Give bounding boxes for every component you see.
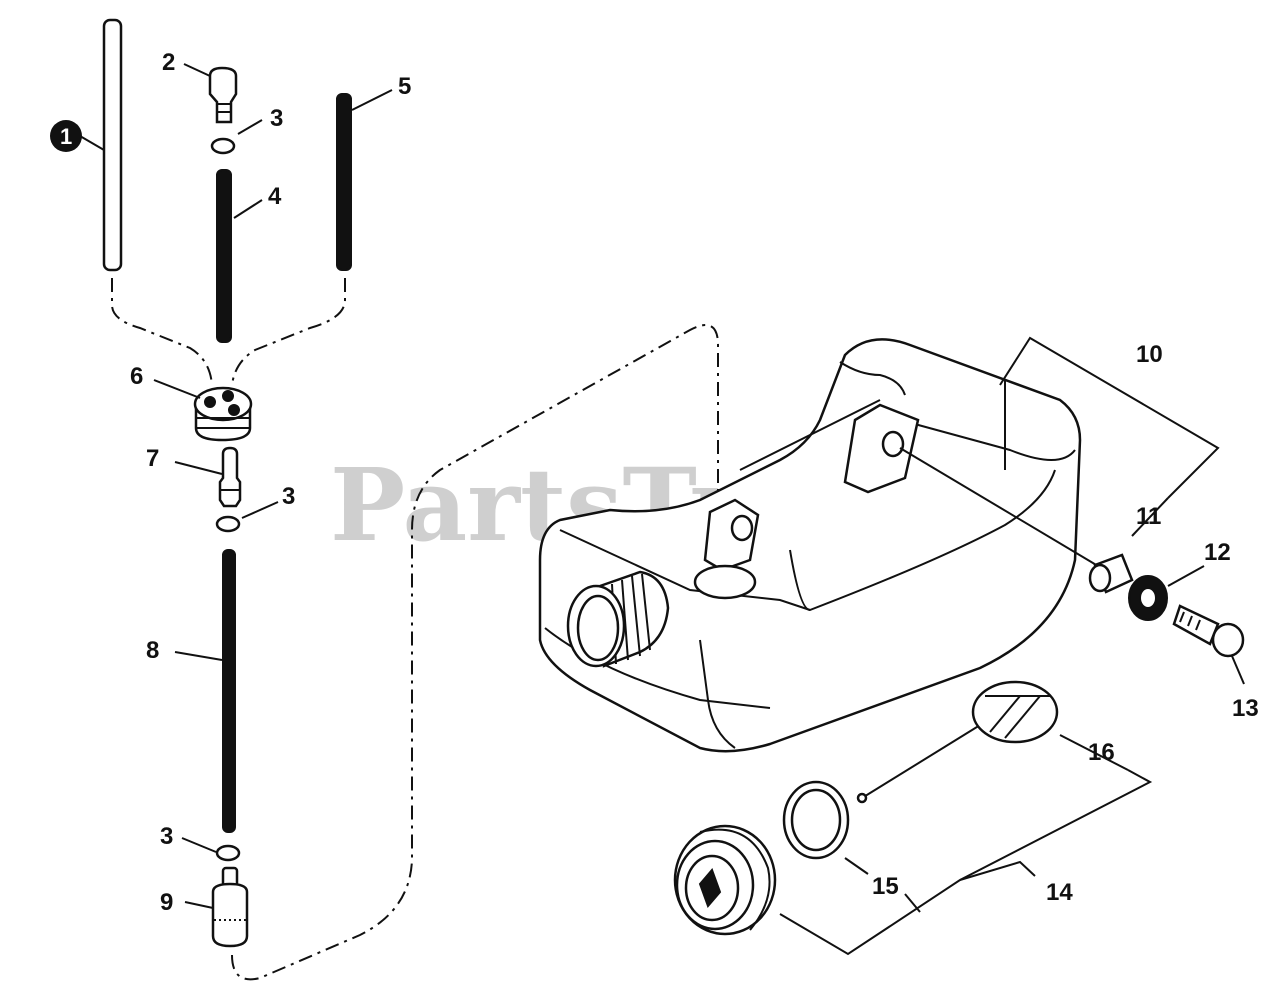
part-4-hose[interactable] bbox=[216, 169, 232, 343]
part-11-bushing[interactable] bbox=[1088, 553, 1134, 594]
part-9-filter[interactable] bbox=[211, 866, 249, 948]
part-3-o-ring-middle[interactable] bbox=[215, 515, 241, 533]
routing-line-right bbox=[231, 278, 346, 386]
part-3-o-ring-top[interactable] bbox=[210, 137, 236, 155]
part-14-cap[interactable] bbox=[673, 824, 777, 936]
part-13-bolt[interactable] bbox=[1172, 604, 1245, 658]
callout-3-middle: 3 bbox=[282, 483, 295, 510]
part-7-joint[interactable] bbox=[218, 446, 242, 508]
callout-5: 5 bbox=[398, 73, 411, 100]
part-15-gasket[interactable] bbox=[782, 780, 850, 860]
callout-2: 2 bbox=[162, 49, 175, 76]
part-12-washer[interactable] bbox=[1128, 575, 1168, 621]
callout-13: 13 bbox=[1232, 695, 1259, 722]
part-2-fitting[interactable] bbox=[208, 66, 238, 124]
callout-9: 9 bbox=[160, 889, 173, 916]
leader-lines bbox=[79, 63, 1245, 956]
callout-3-bottom: 3 bbox=[160, 823, 173, 850]
callout-7: 7 bbox=[146, 445, 159, 472]
callout-4: 4 bbox=[268, 183, 282, 210]
callout-11: 11 bbox=[1136, 503, 1161, 530]
part-8-fuel-line[interactable] bbox=[222, 549, 236, 833]
callout-6: 6 bbox=[130, 363, 143, 390]
callout-3-top: 3 bbox=[270, 105, 283, 132]
callout-12: 12 bbox=[1204, 539, 1231, 566]
callout-14: 14 bbox=[1046, 879, 1073, 906]
part-3-o-ring-bottom[interactable] bbox=[215, 844, 241, 862]
part-16-strainer[interactable] bbox=[856, 680, 1059, 804]
callout-8: 8 bbox=[146, 637, 159, 664]
callout-15: 15 bbox=[872, 873, 899, 900]
part-6-grommet[interactable] bbox=[193, 386, 253, 442]
routing-line-return bbox=[231, 324, 719, 981]
callout-1-badge bbox=[50, 120, 82, 152]
part-1-pipe[interactable] bbox=[102, 18, 123, 272]
callout-16: 16 bbox=[1088, 739, 1115, 766]
routing-line-left bbox=[111, 278, 213, 386]
part-10-fuel-tank[interactable] bbox=[538, 338, 1082, 753]
callout-1: 1 bbox=[60, 124, 72, 149]
callout-10: 10 bbox=[1136, 341, 1163, 368]
part-5-hose[interactable] bbox=[336, 93, 352, 271]
